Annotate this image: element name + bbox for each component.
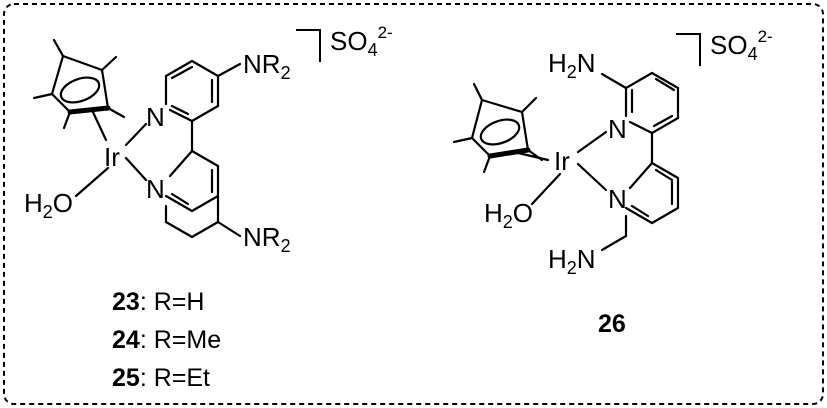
charge-bracket-left — [296, 29, 321, 62]
pyridine-lower-right — [600, 161, 680, 252]
svg-text:H2O: H2O — [484, 198, 533, 232]
compound-labels-left: 23: R=H 24: R=Me 25: R=Et — [112, 288, 221, 392]
aqua-ligand-left: H2O — [24, 188, 73, 222]
cp-star-ring-left — [32, 38, 126, 130]
charge-bracket-right — [676, 33, 701, 66]
compound-label-24: 24: R=Me — [112, 326, 221, 354]
amine-group-lower-right: H2N — [548, 244, 596, 278]
svg-text:H2O: H2O — [24, 188, 73, 222]
cp-star-ring-right — [452, 82, 544, 174]
nitrogen-lower-left: N — [146, 174, 165, 204]
complex-left: Ir N N H2O — [24, 23, 393, 256]
nitrogen-upper-left: N — [146, 102, 165, 132]
compound-label-25: 25: R=Et — [112, 364, 210, 392]
dashed-border — [3, 3, 824, 405]
pyridine-upper-right — [600, 71, 680, 135]
iridium-atom-left: Ir — [104, 142, 120, 172]
compound-label-23: 23: R=H — [112, 288, 204, 316]
complex-right: Ir N N H2O — [452, 27, 773, 278]
aqua-ligand-right: H2O — [484, 198, 533, 232]
nitrogen-upper-right: N — [608, 114, 627, 144]
iridium-atom-right: Ir — [554, 146, 570, 176]
amino-group-upper: NR2 — [243, 49, 291, 83]
sulfate-counterion-right: SO42- — [710, 27, 773, 64]
sulfate-counterion-left: SO42- — [330, 23, 393, 60]
pyridine-lower-left — [164, 149, 242, 239]
pyridine-upper-left — [164, 59, 242, 123]
compound-label-26: 26 — [598, 310, 626, 338]
nitrogen-lower-right: N — [608, 184, 627, 214]
amine-group-upper-right: H2N — [548, 48, 596, 82]
amino-group-lower: NR2 — [243, 222, 291, 256]
